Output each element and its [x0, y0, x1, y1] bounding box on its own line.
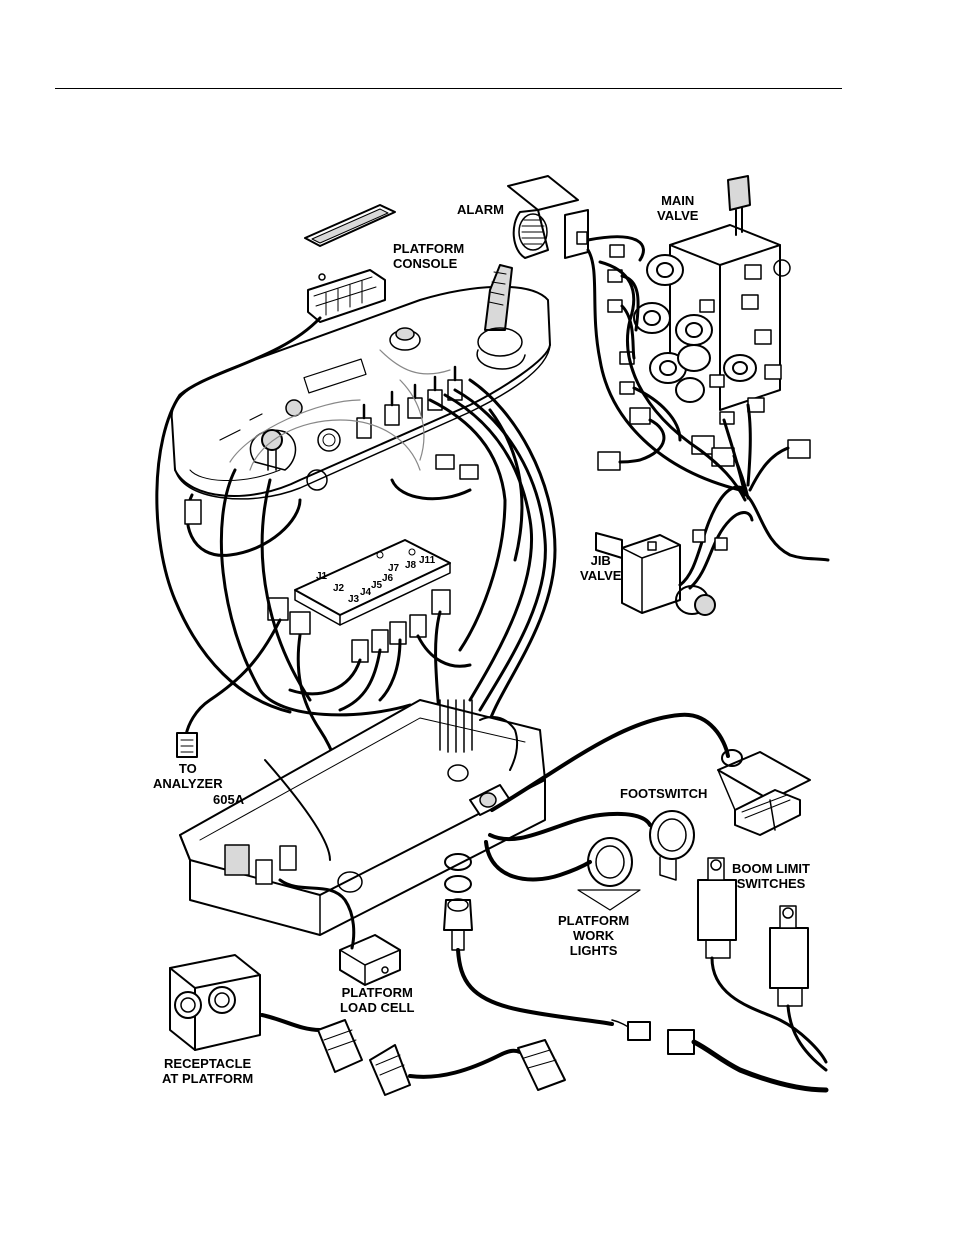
valve-solenoids [634, 255, 756, 402]
to-analyzer-label: TO ANALYZER [153, 761, 223, 791]
jib-valve-label: JIB VALVE [580, 553, 621, 583]
main-valve-label: MAIN VALVE [657, 193, 698, 223]
platform-load-cell-label: PLATFORM LOAD CELL [340, 985, 414, 1015]
valve-cartridges [742, 265, 781, 412]
valve-harness [588, 237, 828, 560]
jib-valve [596, 487, 752, 615]
connector-j6-label: J6 [382, 573, 393, 584]
alarm-label: ALARM [457, 202, 504, 217]
control-box [180, 700, 545, 935]
platform-load-cell [280, 880, 400, 985]
console-display-window [305, 205, 395, 246]
alarm [508, 176, 588, 258]
boom-limit-switches-label: BOOM LIMIT SWITCHES [732, 861, 810, 891]
platform-console-label: PLATFORM CONSOLE [393, 241, 464, 271]
connector-j1-label: J1 [316, 571, 327, 582]
platform-work-lights-label: PLATFORM WORK LIGHTS [558, 913, 629, 958]
connector-j5-label: J5 [371, 580, 382, 591]
wire-605a-label: 605A [213, 792, 244, 807]
console-key-bank [308, 270, 385, 322]
connector-j3-label: J3 [348, 594, 359, 605]
work-light-left [486, 838, 640, 910]
footswitch-label: FOOTSWITCH [620, 786, 707, 801]
extension-cord [262, 1015, 565, 1095]
connector-j4-label: J4 [360, 587, 371, 598]
connector-j7-label: J7 [388, 563, 399, 574]
connector-j8-label: J8 [405, 560, 416, 571]
connector-j2-label: J2 [333, 583, 344, 594]
platform-receptacle [170, 955, 260, 1050]
analyzer-connector [177, 733, 197, 757]
receptacle-at-platform-label: RECEPTACLE AT PLATFORM [162, 1056, 253, 1086]
connector-j11-label: J11 [419, 555, 435, 566]
boom-limit-switch-2 [770, 906, 826, 1070]
